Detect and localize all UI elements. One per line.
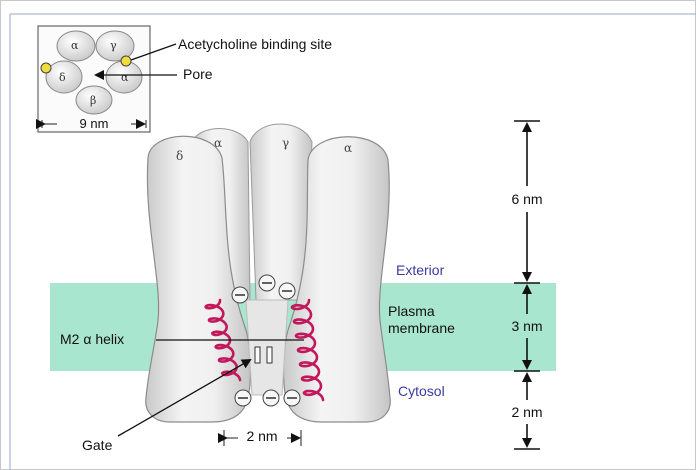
receptor-body <box>146 124 391 422</box>
binding-site-dot-right <box>121 56 131 66</box>
top-label-gamma: γ <box>282 136 289 150</box>
inset-label-alpha-1: α <box>71 39 79 52</box>
membrane-label-line1: Plasma <box>388 303 435 319</box>
gate-bar-right <box>267 347 272 363</box>
membrane-label-line2: membrane <box>388 320 455 336</box>
dimension-membrane-label: 3 nm <box>511 318 542 334</box>
pore-width-label: 2 nm <box>246 428 277 444</box>
dimension-bottom-label: 2 nm <box>511 404 542 420</box>
binding-site-dot-left <box>41 63 51 73</box>
dimension-top-label: 6 nm <box>511 191 542 207</box>
inset-label-gamma: γ <box>110 39 117 52</box>
binding-site-label: Acetycholine binding site <box>178 36 332 52</box>
gate-bar-left <box>255 347 260 363</box>
m2-helix-label: M2 α helix <box>60 331 124 347</box>
gate-label: Gate <box>82 437 113 453</box>
inset-label-beta: β <box>90 94 96 107</box>
top-label-alpha-2: α <box>344 141 352 155</box>
inset-scale-label: 9 nm <box>80 116 109 131</box>
pore-label: Pore <box>183 66 213 82</box>
inset-label-alpha-2: α <box>121 71 129 84</box>
exterior-label: Exterior <box>396 262 445 278</box>
top-label-alpha-1: α <box>214 136 222 150</box>
top-label-delta: δ <box>176 149 183 163</box>
inset-top-view: α γ δ α β 9 nm <box>38 26 150 132</box>
inset-label-delta: δ <box>59 71 66 84</box>
cytosol-label: Cytosol <box>398 383 445 399</box>
